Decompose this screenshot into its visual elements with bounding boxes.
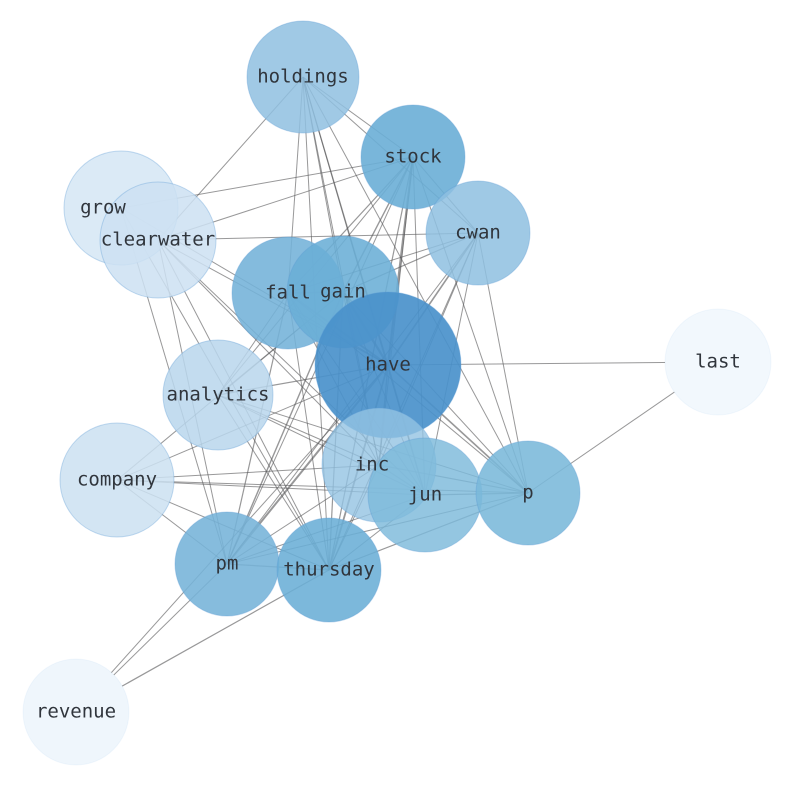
graph-edge [302, 76, 529, 494]
graph-node-cwan[interactable] [425, 180, 531, 286]
graph-node-analytics[interactable] [162, 339, 274, 451]
graph-node-revenue[interactable] [22, 658, 130, 766]
graph-node-company[interactable] [59, 422, 175, 538]
graph-node-thursday[interactable] [276, 517, 382, 623]
graph-node-jun[interactable] [367, 437, 483, 553]
graph-node-last[interactable] [664, 308, 772, 416]
graph-node-clearwater[interactable] [99, 181, 217, 299]
node-layer [22, 20, 772, 766]
graph-node-holdings[interactable] [246, 20, 360, 134]
graph-node-pm[interactable] [174, 511, 280, 617]
graph-node-p[interactable] [475, 440, 581, 546]
graph-node-stock[interactable] [360, 104, 466, 210]
